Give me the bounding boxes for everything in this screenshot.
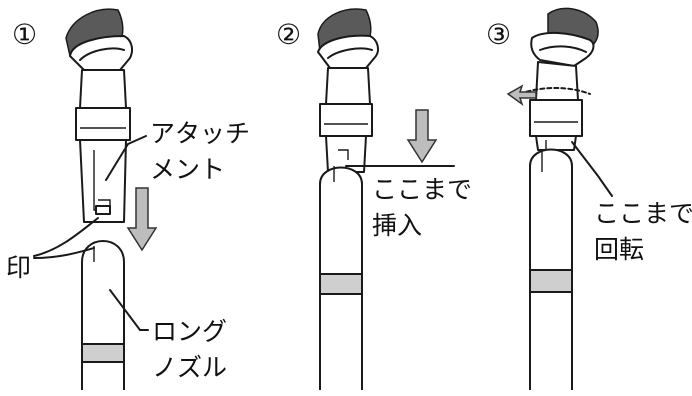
step-3-number: ③ bbox=[486, 18, 511, 51]
insert-label-line1: ここまで bbox=[372, 175, 472, 204]
attachment-label-line2: メント bbox=[150, 155, 225, 184]
attachment-label-line1: アタッチ bbox=[150, 119, 250, 148]
step-1-nozzle-leader bbox=[109, 289, 149, 331]
rotate-label-line1: ここまで bbox=[594, 199, 692, 228]
step-1-number: ① bbox=[12, 18, 37, 51]
long-nozzle-label-line1: ロング bbox=[152, 317, 227, 346]
step-3-rotate-arrow bbox=[506, 84, 591, 106]
step-1-mark-leader-2 bbox=[33, 247, 95, 259]
step-1-attachment bbox=[75, 69, 131, 223]
step-2-attachment bbox=[319, 67, 373, 173]
step-1-down-arrow bbox=[126, 187, 158, 252]
long-nozzle-label-line2: ノズル bbox=[152, 353, 227, 382]
step-3-rotate-leader bbox=[571, 141, 613, 197]
step-1-attachment-leader bbox=[105, 135, 147, 181]
insert-label-line2: 挿入 bbox=[372, 211, 422, 240]
step-1-long-nozzle bbox=[81, 240, 125, 390]
step-2-number: ② bbox=[276, 18, 301, 51]
step-1-mark-leader-1 bbox=[33, 217, 99, 257]
rotate-label-line2: 回転 bbox=[594, 235, 644, 264]
step-2-panel: ② ここまで 挿入 bbox=[276, 8, 472, 390]
step-2-brush-head bbox=[317, 8, 379, 69]
step-3-long-nozzle bbox=[529, 148, 573, 390]
step-2-down-arrow bbox=[406, 109, 438, 164]
step-1-panel: ① アタッチ メント 印 bbox=[6, 8, 250, 390]
step-3-panel: ③ ここまで 回転 bbox=[486, 7, 692, 390]
step-1-brush-head bbox=[65, 8, 133, 71]
step-3-brush-head bbox=[530, 7, 599, 67]
step-2-long-nozzle bbox=[319, 166, 363, 390]
mark-label: 印 bbox=[6, 253, 31, 282]
step-3-attachment bbox=[529, 61, 583, 156]
